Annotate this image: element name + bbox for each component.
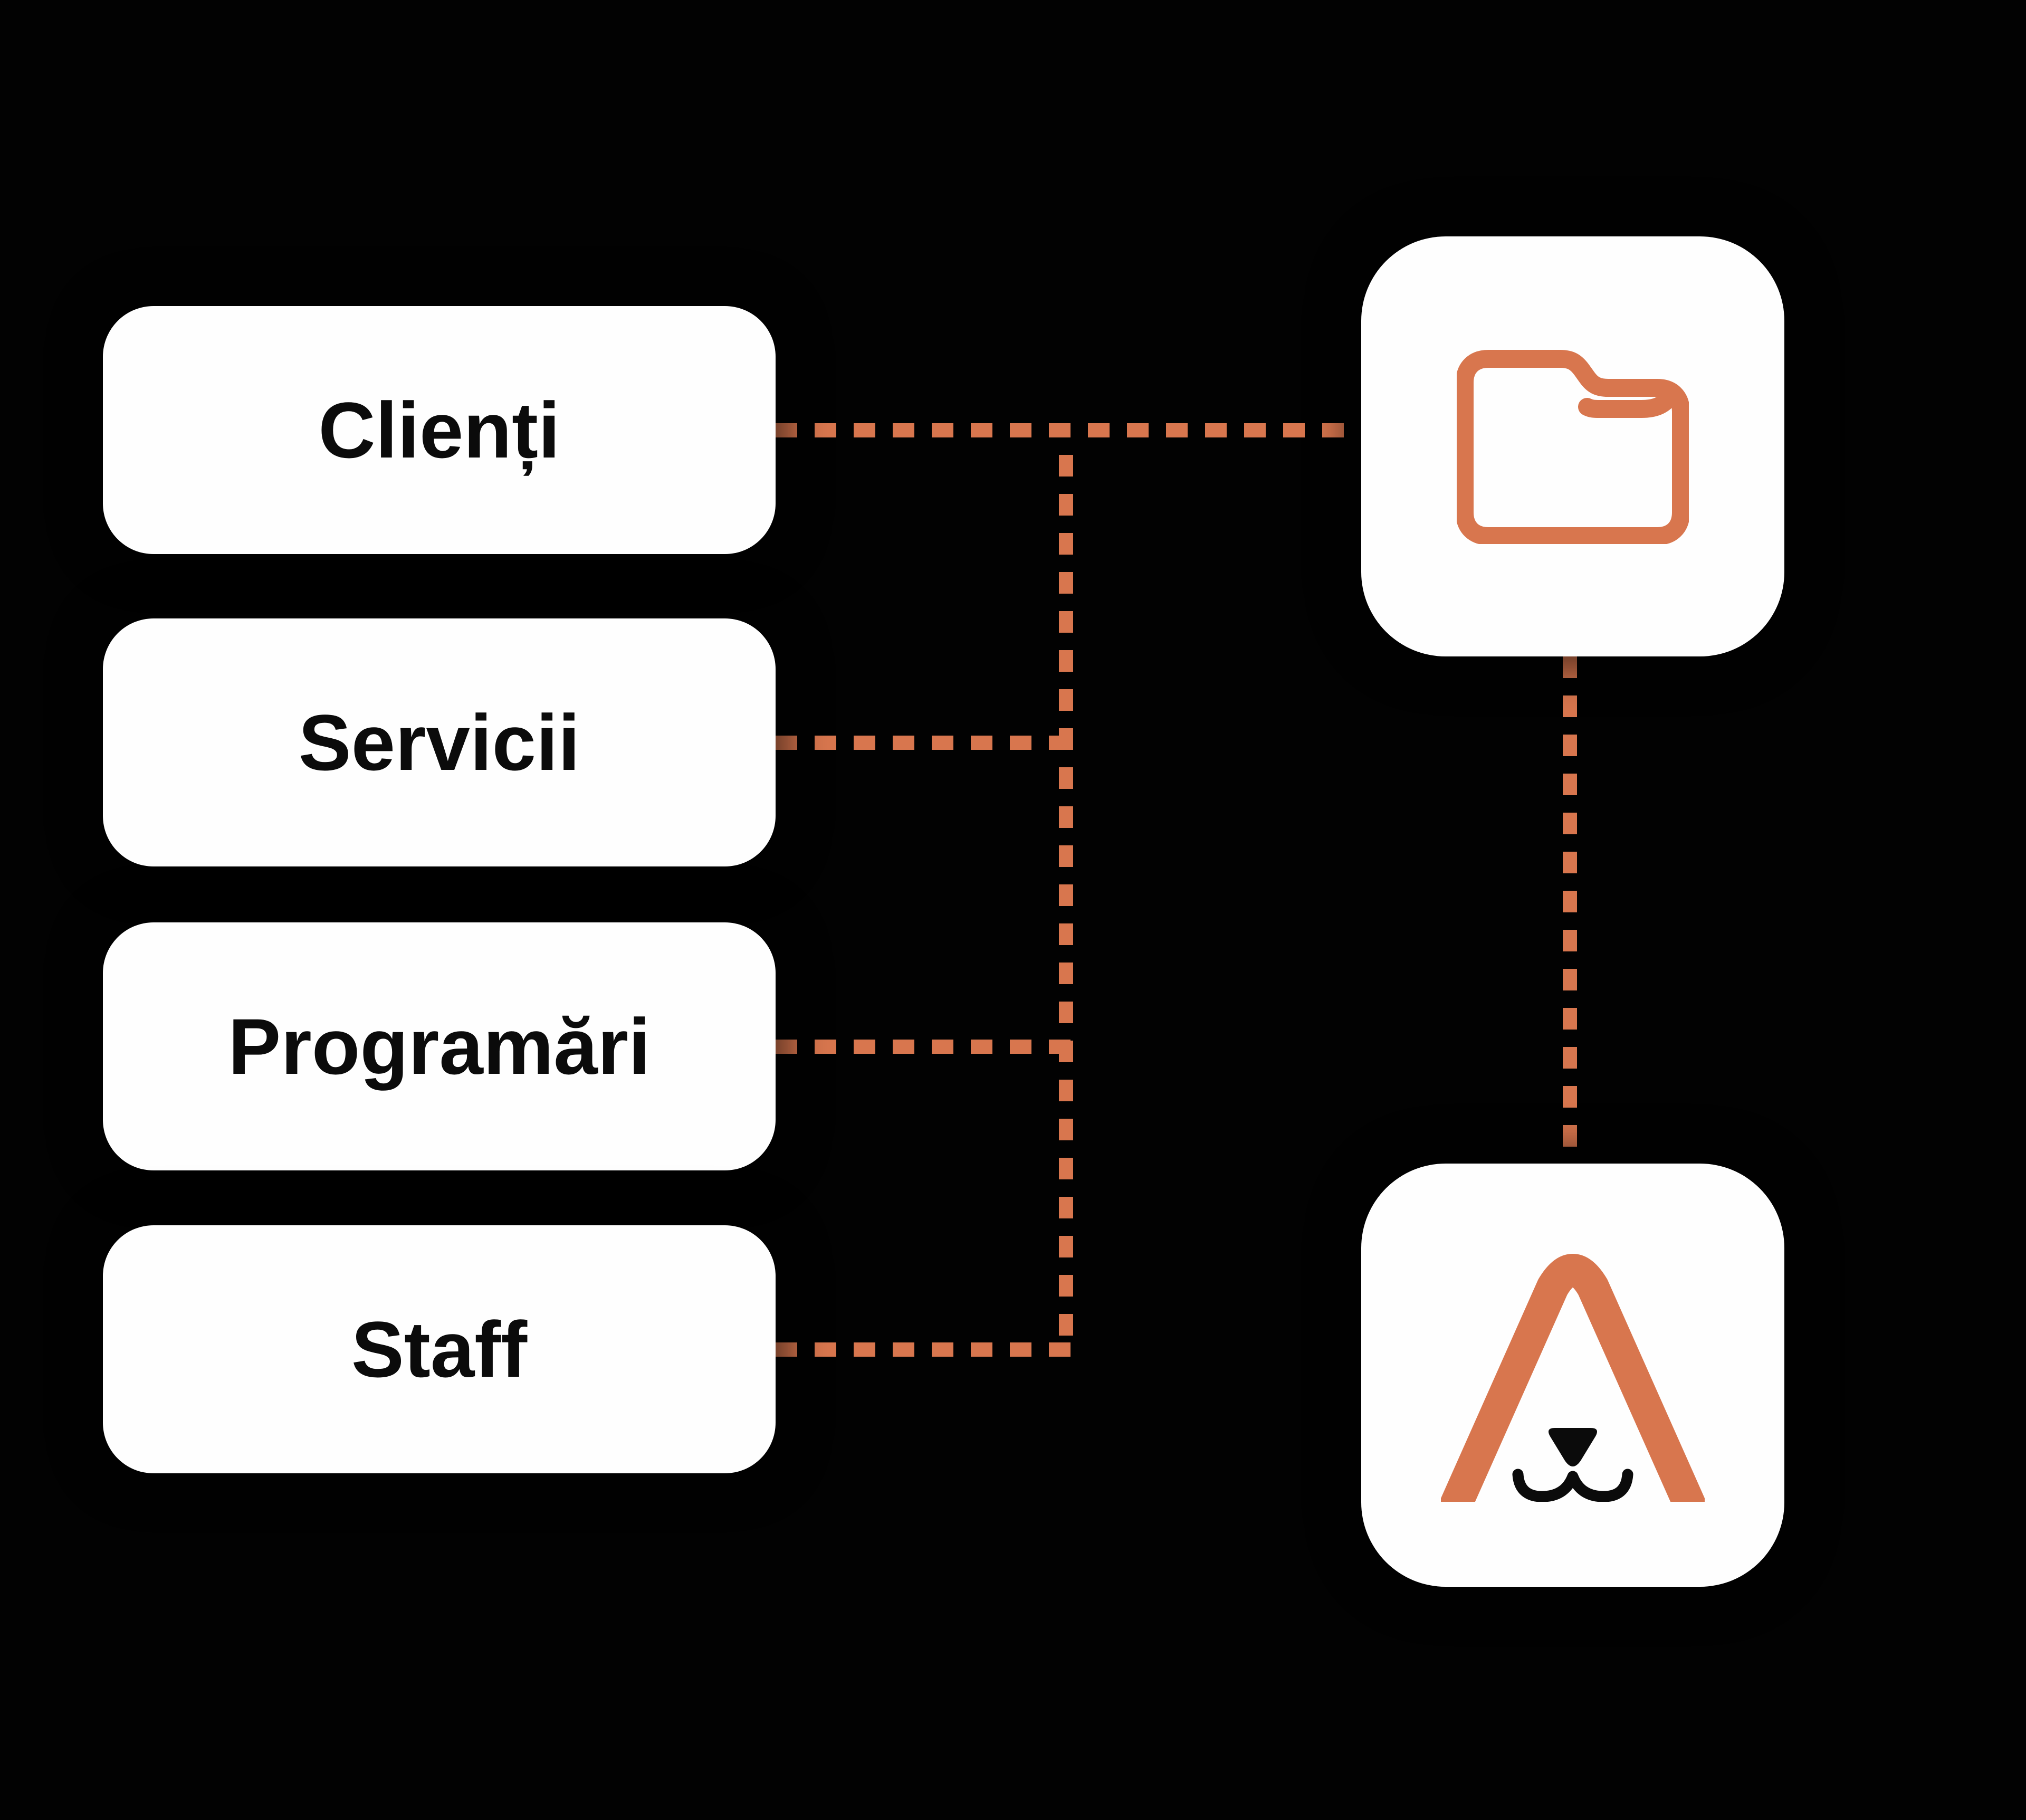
connector-folder-to-pet	[1563, 656, 1577, 1164]
pet-logo-icon	[1441, 1254, 1705, 1502]
folder-icon	[1457, 350, 1689, 544]
entity-label: Staff	[351, 1305, 528, 1394]
entity-label: Clienți	[318, 386, 560, 474]
entity-box-servicii: Servicii	[103, 618, 776, 866]
connector-programari-to-trunk	[776, 1040, 1073, 1054]
folder-node	[1361, 236, 1784, 656]
connector-staff-to-trunk	[776, 1342, 1073, 1357]
entity-label: Servicii	[298, 698, 580, 787]
pet-app-node	[1361, 1164, 1784, 1587]
entity-label: Programări	[228, 1002, 651, 1091]
connector-clienti-to-folder	[776, 423, 1361, 437]
entity-box-clienti: Clienți	[103, 306, 776, 554]
entity-box-staff: Staff	[103, 1225, 776, 1473]
connector-trunk-vertical	[1059, 437, 1073, 1342]
connector-servicii-to-trunk	[776, 736, 1073, 750]
entity-box-programari: Programări	[103, 922, 776, 1170]
